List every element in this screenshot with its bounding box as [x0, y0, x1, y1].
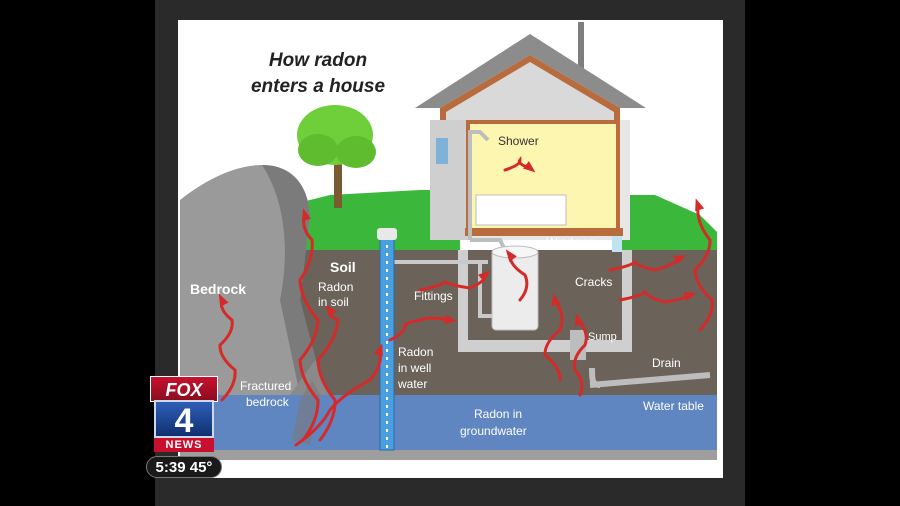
- drain-pipe: [589, 372, 711, 388]
- radon-arrows: [218, 156, 714, 447]
- time-temp-readout: 5:39 45°: [146, 456, 222, 478]
- well-cap: [377, 228, 397, 240]
- radon-arrow-8: [543, 298, 564, 382]
- radon-arrow-7: [508, 253, 529, 302]
- label-soil: Soil: [330, 259, 356, 275]
- tree-canopy-left: [298, 134, 338, 166]
- roof: [415, 34, 646, 108]
- fractured-rock: [290, 360, 330, 395]
- sump-pit: [570, 330, 586, 360]
- radon-arrowhead-13: [523, 161, 536, 173]
- water-tank: [491, 249, 539, 331]
- title-line-2: enters a house: [251, 76, 386, 97]
- basement-wall-left: [458, 250, 468, 350]
- shower-pipe: [468, 130, 490, 240]
- radon-arrowhead-7: [505, 249, 517, 262]
- label-windows: Windows: [546, 235, 595, 249]
- tree-canopy-right: [336, 136, 376, 168]
- radon-arrowhead-12: [695, 198, 705, 212]
- bedrock-shade: [262, 165, 325, 395]
- radon-arrow-2: [298, 213, 320, 442]
- label-drain: Drain: [652, 356, 681, 370]
- label-fractured-2: bedrock: [246, 395, 290, 409]
- radon-arrow-13: [503, 156, 532, 172]
- radon-arrow-12: [693, 203, 714, 332]
- radon-arrowhead-11: [673, 254, 687, 265]
- bathtub: [475, 194, 567, 226]
- label-fittings: Fittings: [414, 289, 453, 303]
- tree-trunk: [334, 160, 342, 208]
- label-bedrock: Bedrock: [190, 281, 246, 297]
- label-sump: Sump: [588, 331, 617, 343]
- basement-floor: [458, 340, 632, 352]
- floor-beam: [465, 228, 623, 236]
- radon-arrow-10: [618, 289, 692, 304]
- attic: [446, 62, 614, 120]
- radon-arrow-6: [418, 273, 487, 292]
- radon-arrowhead-9: [574, 313, 584, 327]
- channel-number: 4: [154, 400, 214, 440]
- fox-logo: FOX: [150, 376, 218, 402]
- radon-arrowhead-4: [373, 343, 383, 357]
- fittings-pipe: [478, 262, 492, 318]
- label-well-1: Radon: [398, 345, 433, 359]
- label-well-3: water: [397, 377, 427, 391]
- shadow-band: [180, 450, 717, 460]
- side-window: [436, 138, 448, 164]
- label-radon-soil-1: Radon: [318, 280, 353, 294]
- radon-arrow-11: [608, 256, 682, 272]
- drain-elbow: [589, 367, 601, 388]
- radon-arrowhead-1: [218, 293, 229, 307]
- fractured-rock-lower: [292, 380, 320, 445]
- label-radon-soil-2: in soil: [318, 295, 349, 309]
- label-well-2: in well: [398, 361, 431, 375]
- radon-arrowhead-10: [683, 291, 697, 301]
- temp-text: 45°: [189, 459, 213, 476]
- radon-arrow-3: [316, 308, 340, 442]
- water-tank-top: [491, 245, 539, 259]
- groundwater-layer: [180, 395, 717, 450]
- label-groundwater-2: groundwater: [460, 424, 527, 438]
- radon-arrow-9: [573, 318, 588, 397]
- label-shower: Shower: [498, 134, 539, 148]
- chimney: [578, 22, 584, 82]
- radon-arrow-4: [294, 348, 382, 447]
- radon-arrow-1: [218, 298, 237, 402]
- radon-arrow-5: [388, 316, 452, 342]
- radon-arrowhead-6: [478, 270, 491, 282]
- title-line-1: How radon: [269, 50, 367, 71]
- label-groundwater-1: Radon in: [474, 407, 522, 421]
- time-text: 5:39: [155, 459, 186, 476]
- radon-arrowhead-8: [551, 293, 561, 306]
- radon-arrowhead-3: [325, 304, 337, 317]
- basement-window: [612, 236, 622, 252]
- radon-arrowhead-2: [301, 208, 311, 222]
- label-cracks: Cracks: [575, 275, 612, 289]
- grass-right: [620, 195, 717, 250]
- radon-arrowhead-5: [444, 314, 457, 325]
- label-fractured-1: Fractured: [240, 379, 291, 393]
- news-label: NEWS: [154, 438, 214, 452]
- label-water-table: Water table: [643, 399, 704, 413]
